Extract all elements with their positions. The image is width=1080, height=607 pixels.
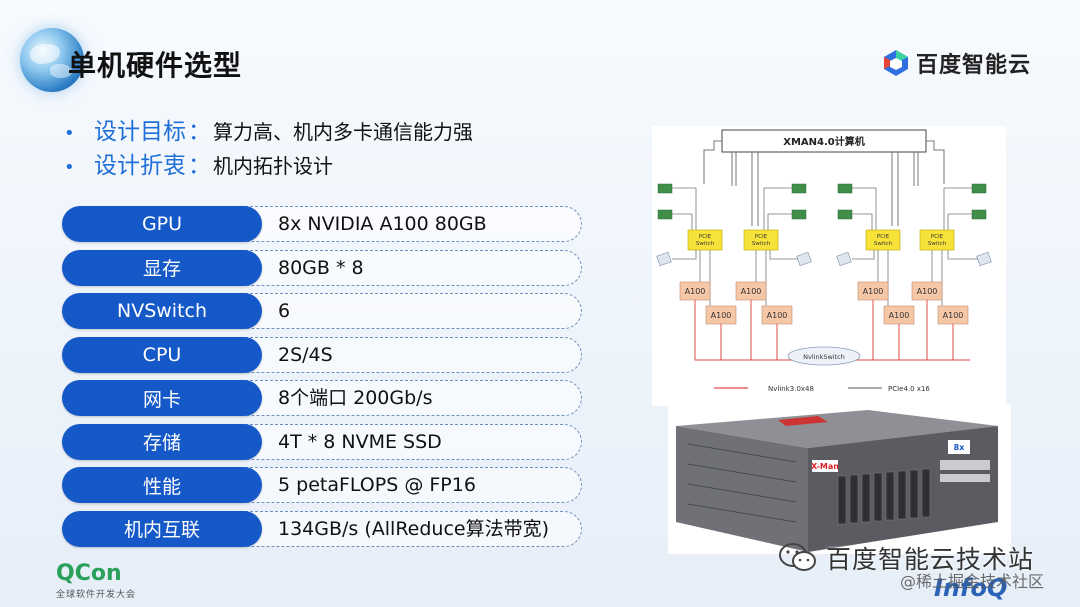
spec-value-box <box>212 380 582 416</box>
bullet-separator: ： <box>188 153 211 179</box>
ssd-icon <box>656 251 992 267</box>
pcie-switch-label: PCIE <box>877 234 890 240</box>
server-logo-text: X-Man <box>811 462 839 471</box>
gpu-label: A100 <box>943 311 964 320</box>
pcie-switch-label: PCIE <box>699 234 712 240</box>
spec-key: 网卡 <box>62 380 262 416</box>
bullet-dot-icon: • <box>64 157 75 178</box>
brand-name: 百度智能云 <box>916 53 1032 78</box>
baidu-cloud-icon <box>882 49 910 77</box>
bullet-separator: ： <box>188 119 211 145</box>
spec-value: 134GB/s (AllReduce算法带宽) <box>278 517 550 540</box>
spec-row: 网卡 8个端口 200Gb/s <box>62 380 582 416</box>
wechat-account: 百度智能云技术站 <box>778 540 1034 576</box>
qcon-name: QCon <box>56 561 122 586</box>
gpu-group <box>679 281 969 325</box>
qcon-logo: QCon 全球软件开发大会 <box>56 561 137 601</box>
spec-value-box <box>212 206 582 242</box>
spec-key: 显存 <box>62 249 262 286</box>
topology-diagram: XMAN4.0计算机 <box>652 126 1006 406</box>
legend-nvlink-label: Nvlink3.0x48 <box>768 385 814 393</box>
computer-label: XMAN4.0计算机 <box>783 135 864 148</box>
spec-value-box <box>212 293 582 329</box>
spec-key: 性能 <box>62 467 262 503</box>
pcie-switch <box>743 229 779 251</box>
bullet-item: • 设计折衷 ： 机内拓扑设计 <box>64 146 473 180</box>
bullet-value: 算力高、机内多卡通信能力强 <box>213 120 473 144</box>
spec-key: CPU <box>62 336 262 373</box>
spec-key: 机内互联 <box>62 510 262 547</box>
pcie-switch <box>687 229 723 251</box>
bullet-item: • 设计目标 ： 算力高、机内多卡通信能力强 <box>64 112 473 146</box>
server-count-text: 8x <box>954 443 966 452</box>
nvlink-switch-label: NvlinkSwitch <box>803 353 845 361</box>
spec-value: 8个端口 200Gb/s <box>278 387 433 409</box>
spec-row: 机内互联 134GB/s (AllReduce算法带宽) <box>62 510 582 547</box>
globe-logo <box>20 28 84 92</box>
spec-key: 存储 <box>62 423 262 460</box>
bullet-value: 机内拓扑设计 <box>213 154 333 178</box>
spec-value-box <box>212 336 582 373</box>
pcie-switch-label: Switch <box>696 241 715 247</box>
qcon-subtitle: 全球软件开发大会 <box>56 590 137 600</box>
gpu-label: A100 <box>741 287 762 296</box>
spec-row: 存储 4T * 8 NVME SSD <box>62 423 582 460</box>
pcie-switch <box>865 229 901 251</box>
spec-table: GPU 8x NVIDIA A100 80GB 显存 80GB * 8 NVSw… <box>62 206 582 554</box>
spec-value: 8x NVIDIA A100 80GB <box>278 213 487 235</box>
legend-pcie-label: PCIe4.0 x16 <box>888 385 930 393</box>
server-count-badge <box>948 440 970 454</box>
page-title: 单机硬件选型 <box>68 49 243 82</box>
pcie-switch-label: Switch <box>874 241 893 247</box>
infoq-logo: InfoQ <box>934 574 1008 602</box>
gpu-label: A100 <box>863 287 884 296</box>
spec-row: NVSwitch 6 <box>62 293 582 329</box>
server-photo: X-Man 8x <box>668 404 1011 554</box>
spec-value-box <box>212 467 582 503</box>
nvlink-switch <box>787 346 861 366</box>
pcie-switch-label: Switch <box>928 241 947 247</box>
gpu-label: A100 <box>889 311 910 320</box>
watermark: @稀土掘金技术社区 <box>900 572 1045 591</box>
pcie-switch-group <box>687 229 955 251</box>
pcie-switch-label: PCIE <box>931 234 944 240</box>
wechat-account-name: 百度智能云技术站 <box>826 545 1035 574</box>
spec-value: 2S/4S <box>278 343 333 366</box>
gpu-label: A100 <box>917 287 938 296</box>
nic-card-icon <box>657 183 987 220</box>
pcie-switch-label: PCIE <box>755 234 768 240</box>
pcie-switch <box>919 229 955 251</box>
bullet-label: 设计折衷 <box>94 153 186 179</box>
spec-value: 6 <box>278 300 291 322</box>
spec-value: 4T * 8 NVME SSD <box>278 430 442 453</box>
spec-value-box <box>212 510 582 547</box>
spec-value: 5 petaFLOPS @ FP16 <box>278 474 476 496</box>
wechat-icon <box>778 541 818 575</box>
bullet-label: 设计目标 <box>94 119 186 145</box>
spec-row: 显存 80GB * 8 <box>62 249 582 286</box>
pcie-switch-label: Switch <box>752 241 771 247</box>
bullet-dot-icon: • <box>64 123 75 144</box>
spec-value: 80GB * 8 <box>278 256 364 279</box>
server-logo-badge <box>812 460 838 472</box>
spec-row: GPU 8x NVIDIA A100 80GB <box>62 206 582 242</box>
spec-key: NVSwitch <box>62 293 262 329</box>
spec-row: CPU 2S/4S <box>62 336 582 373</box>
gpu-label: A100 <box>767 311 788 320</box>
bullet-list: • 设计目标 ： 算力高、机内多卡通信能力强 • 设计折衷 ： 机内拓扑设计 <box>64 112 473 180</box>
spec-row: 性能 5 petaFLOPS @ FP16 <box>62 467 582 503</box>
spec-key: GPU <box>62 206 262 242</box>
gpu-label: A100 <box>685 287 706 296</box>
gpu-label: A100 <box>711 311 732 320</box>
brand-logo-block: 百度智能云 <box>882 48 1031 78</box>
spec-value-box <box>212 249 582 286</box>
